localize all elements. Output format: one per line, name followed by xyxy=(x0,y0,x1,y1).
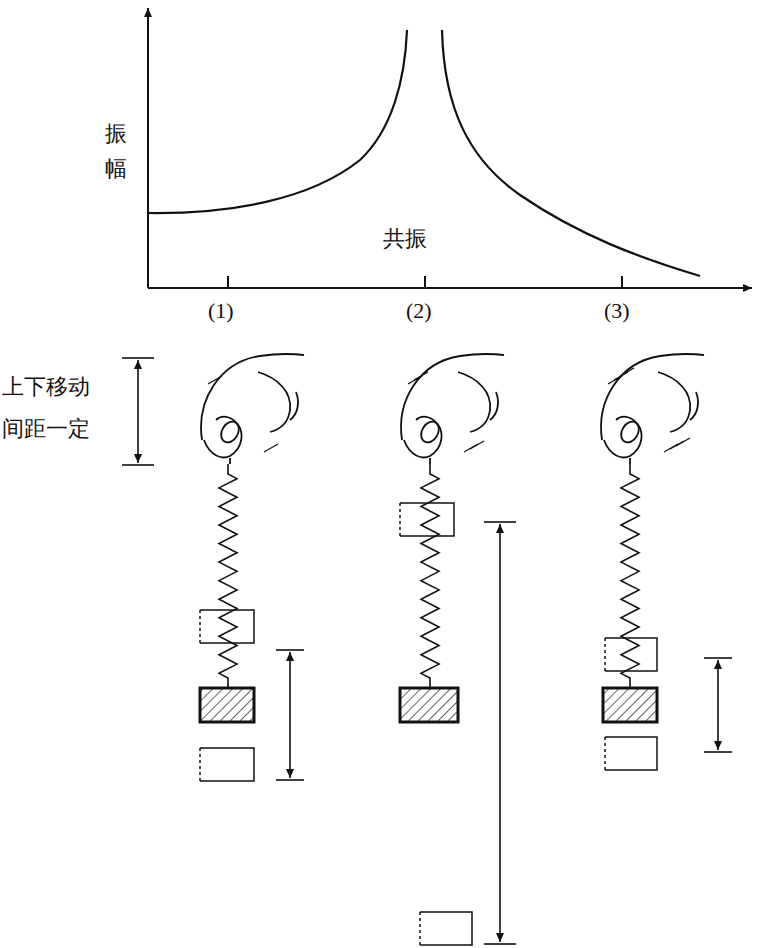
ghost-edge xyxy=(199,748,201,781)
amplitude-arrows xyxy=(276,522,732,944)
stroke xyxy=(229,458,231,464)
stroke xyxy=(490,392,498,420)
ghost-box xyxy=(400,503,454,536)
axes xyxy=(148,8,752,288)
ghost-positions xyxy=(200,503,657,945)
stroke xyxy=(218,418,243,445)
stroke xyxy=(458,372,490,432)
ghost-edge xyxy=(419,912,421,945)
case-number: (2) xyxy=(406,298,432,324)
hand xyxy=(601,354,704,464)
stroke xyxy=(401,354,504,440)
stroke xyxy=(629,458,631,464)
stroke xyxy=(676,438,690,446)
stroke xyxy=(258,372,290,432)
axis-label: 振幅 xyxy=(105,116,127,186)
stroke xyxy=(290,392,298,420)
ghost-edge xyxy=(199,610,201,643)
springs xyxy=(219,464,639,688)
stroke xyxy=(264,444,278,452)
ghost-box xyxy=(200,610,254,643)
hands xyxy=(201,354,704,464)
spring-coil xyxy=(219,464,237,688)
ghost-box xyxy=(420,912,472,945)
ghost-edge xyxy=(399,503,401,536)
case-number: (1) xyxy=(208,298,234,324)
stroke xyxy=(658,372,690,432)
ghost-box xyxy=(605,737,657,770)
stroke xyxy=(404,417,442,458)
stroke xyxy=(208,376,222,384)
stroke xyxy=(204,417,242,458)
stroke xyxy=(201,354,304,440)
stroke xyxy=(690,392,698,420)
masses xyxy=(200,688,657,722)
stroke xyxy=(470,441,484,449)
ghost-edge xyxy=(604,737,606,770)
stroke xyxy=(604,417,642,458)
travel-note: 上下移动 间距一定 xyxy=(2,366,103,450)
spring-coil xyxy=(421,464,439,688)
case-number: (3) xyxy=(604,298,630,324)
amplitude-curve xyxy=(148,30,700,276)
ghost-edge xyxy=(604,638,606,671)
stroke xyxy=(429,458,431,464)
stroke xyxy=(620,368,634,376)
stroke xyxy=(418,418,443,445)
travel-bracket xyxy=(122,358,154,465)
hand xyxy=(201,354,304,464)
spring-coil xyxy=(621,464,639,688)
stroke xyxy=(601,354,704,440)
ghost-box xyxy=(605,638,657,671)
stroke xyxy=(414,372,428,380)
stroke xyxy=(618,418,643,445)
ghost-box xyxy=(200,748,254,781)
resonance-label: 共振 xyxy=(383,226,427,252)
hand xyxy=(401,354,504,464)
